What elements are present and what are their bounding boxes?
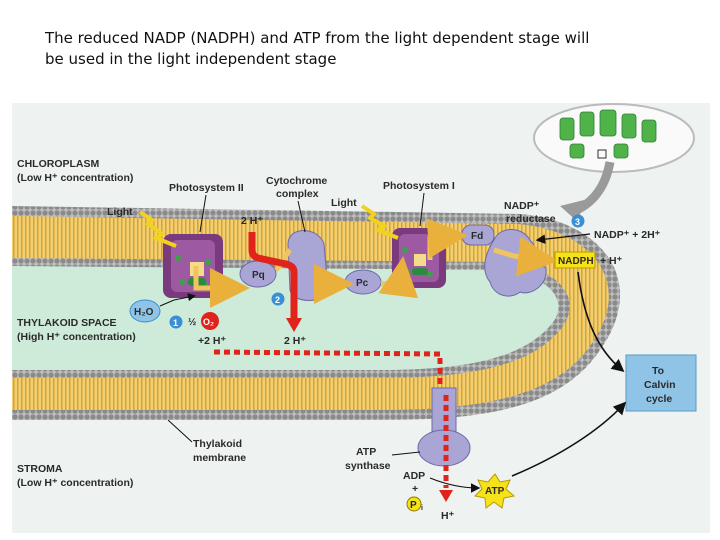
pi-molecule bbox=[406, 496, 422, 512]
atp-to-calvin-arrow bbox=[511, 401, 627, 477]
h-bottom-label: H⁺ bbox=[441, 510, 455, 522]
photosystem-1-label: Photosystem I bbox=[383, 180, 455, 192]
oxygen-molecule bbox=[201, 312, 219, 330]
nadp-reductase-label-1: NADP⁺ bbox=[504, 200, 540, 212]
calvin-cycle-box bbox=[625, 354, 697, 412]
calvin-label-2: Calvin bbox=[644, 379, 676, 391]
pi-label: P bbox=[410, 500, 417, 511]
atp-star bbox=[473, 473, 516, 509]
step-3-marker bbox=[571, 214, 585, 228]
two-h-top-label: 2 H⁺ bbox=[241, 215, 263, 227]
proton-flow-dashed bbox=[213, 349, 443, 400]
photosystem-2 bbox=[163, 234, 223, 298]
thylakoid-membrane-label-2: membrane bbox=[193, 452, 246, 464]
nadph-box bbox=[554, 251, 596, 269]
chloroplast-inset bbox=[533, 103, 695, 173]
stroma-conc-label: (Low H⁺ concentration) bbox=[17, 477, 133, 489]
photosystem-2-label: Photosystem II bbox=[169, 182, 244, 194]
heading-line-2: be used in the light independent stage bbox=[45, 50, 337, 68]
nadp-reductase-label-2: reductase bbox=[506, 213, 556, 225]
nadph-label: NADPH bbox=[558, 256, 594, 267]
cytochrome-label-1: Cytochrome bbox=[266, 175, 327, 187]
thylakoid-membrane-label-1: Thylakoid bbox=[193, 438, 242, 450]
light-1-bolt bbox=[138, 210, 177, 248]
electron-path-ps2-pq bbox=[193, 266, 250, 308]
fd-label: Fd bbox=[471, 231, 483, 242]
pc-label: Pc bbox=[356, 278, 369, 289]
step-1-marker bbox=[169, 315, 183, 329]
slide-heading: The reduced NADP (NADPH) and ATP from th… bbox=[45, 28, 685, 70]
nadph-h-label: + H⁺ bbox=[600, 255, 623, 267]
half-o2-fraction: ½ bbox=[188, 317, 196, 328]
electron-path-pc-ps1 bbox=[378, 256, 419, 299]
water-molecule bbox=[129, 299, 161, 323]
thylakoid-space-label: THYLAKOID SPACE bbox=[17, 317, 117, 329]
nadp-input-arrow bbox=[535, 233, 591, 244]
calvin-label-1: To bbox=[652, 365, 664, 377]
light-2-bolt bbox=[360, 204, 399, 240]
pi-sub-label: i bbox=[421, 505, 423, 512]
two-h-bottom-label: 2 H⁺ bbox=[284, 335, 306, 347]
step-2-label: 2 bbox=[275, 295, 280, 305]
chloroplast-conc-label: (Low H⁺ concentration) bbox=[17, 172, 133, 184]
adp-to-atp-arrow bbox=[429, 477, 481, 493]
heading-line-1: The reduced NADP (NADPH) and ATP from th… bbox=[45, 29, 590, 47]
step-2-marker bbox=[271, 292, 285, 306]
light-2-label: Light bbox=[331, 197, 357, 209]
nadp-plus-label: NADP⁺ + 2H⁺ bbox=[594, 229, 661, 241]
o2-label: O₂ bbox=[203, 317, 214, 327]
thylakoid-space-conc-label: (High H⁺ concentration) bbox=[17, 331, 136, 343]
cytochrome-label-2: complex bbox=[276, 188, 319, 200]
water-to-ps2-arrow bbox=[159, 293, 196, 307]
chloroplast-label: CHLOROPLASM bbox=[17, 158, 100, 170]
nadph-to-calvin-arrow bbox=[577, 271, 625, 373]
atp-synthase-label-1: ATP bbox=[356, 446, 376, 458]
electron-path-ps1-fd bbox=[426, 218, 468, 260]
adp-label: ADP bbox=[403, 470, 425, 482]
pq-label: Pq bbox=[252, 270, 265, 281]
proton-pump-arrow bbox=[248, 232, 298, 320]
stroma-label: STROMA bbox=[17, 463, 63, 475]
water-label: H₂O bbox=[134, 307, 154, 318]
electron-path-fd-nadph bbox=[493, 236, 558, 277]
atp-label: ATP bbox=[485, 486, 505, 497]
step-3-label: 3 bbox=[575, 217, 580, 227]
plus-2h-label: +2 H⁺ bbox=[198, 335, 226, 347]
light-1-label: Light bbox=[107, 206, 133, 218]
calvin-label-3: cycle bbox=[646, 393, 672, 405]
step-1-label: 1 bbox=[173, 318, 178, 328]
electron-path-pq-cyt bbox=[274, 248, 292, 272]
thylakoid-lumen bbox=[12, 266, 559, 370]
atp-synthase-label-2: synthase bbox=[345, 460, 391, 472]
adp-plus-label: + bbox=[412, 483, 418, 495]
